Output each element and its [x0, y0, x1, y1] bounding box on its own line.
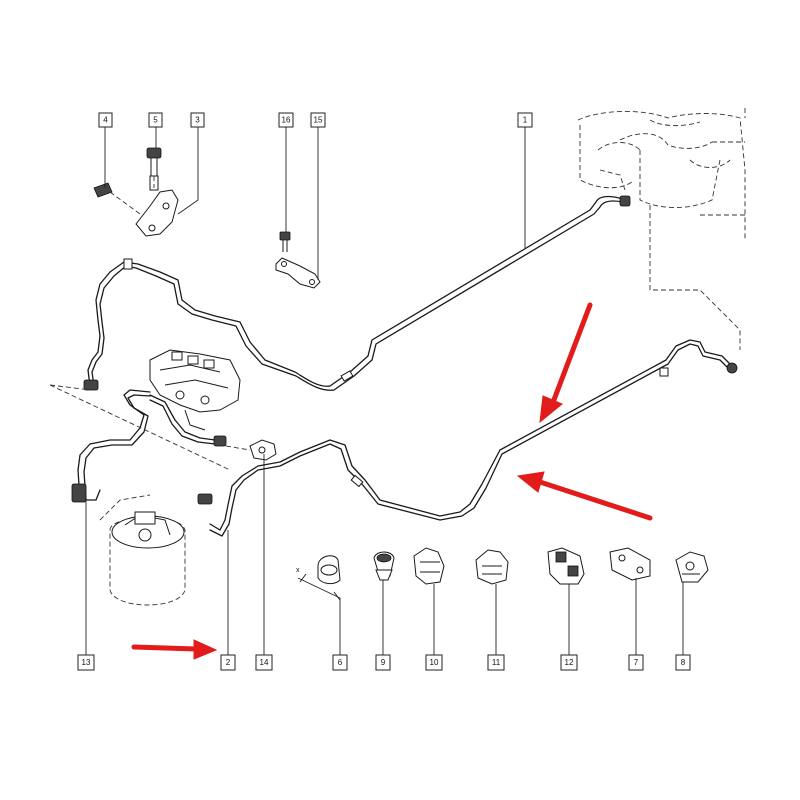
callout-3: 3	[190, 112, 205, 128]
callout-6-label: 6	[338, 658, 343, 667]
callout-7: 7	[628, 654, 644, 671]
red-arrow-middle	[516, 471, 653, 521]
callout-11: 11	[487, 654, 505, 671]
bracket-14	[225, 439, 277, 461]
callout-13: 13	[77, 654, 95, 671]
clip-11	[475, 549, 509, 585]
engine-block-outline	[577, 108, 746, 350]
callout-14-label: 14	[260, 658, 269, 667]
bracket-assembly-3	[93, 147, 179, 237]
callout-2-label: 2	[226, 658, 231, 667]
callout-13-label: 13	[82, 658, 91, 667]
callout-11-label: 11	[492, 658, 501, 667]
callout-10: 10	[425, 654, 443, 671]
callout-4: 4	[98, 112, 113, 128]
clip-10	[413, 547, 445, 585]
callout-5: 5	[148, 112, 163, 128]
callout-16: 16	[278, 112, 294, 128]
callout-12: 12	[560, 654, 578, 671]
callout-7-label: 7	[634, 658, 639, 667]
callout-8-label: 8	[681, 658, 686, 667]
injection-pump	[149, 349, 241, 431]
callout-2: 2	[220, 654, 236, 671]
callout-12-label: 12	[565, 658, 574, 667]
callout-10-label: 10	[430, 658, 439, 667]
fuel-line-upper	[83, 195, 631, 391]
callout-6: 6	[332, 654, 348, 671]
callout-1-label: 1	[523, 116, 528, 125]
callout-9: 9	[375, 654, 391, 671]
leader-lines	[85, 127, 684, 655]
red-arrow-lower	[131, 639, 218, 660]
clip-12	[547, 547, 585, 585]
bracket-assembly-15	[275, 231, 321, 289]
callout-9-label: 9	[381, 658, 386, 667]
clip-7	[609, 547, 651, 581]
clip-9	[373, 551, 395, 581]
callout-5-label: 5	[153, 116, 158, 125]
callout-8: 8	[675, 654, 691, 671]
callout-14: 14	[255, 654, 273, 671]
callout-4-label: 4	[103, 116, 108, 125]
red-arrow-upper	[539, 302, 593, 424]
callout-1: 1	[517, 112, 533, 128]
callout-3-label: 3	[195, 116, 200, 125]
callout-15-label: 15	[314, 116, 323, 125]
callout-15: 15	[310, 112, 326, 128]
clip-8	[675, 551, 709, 583]
clip-6	[297, 555, 341, 601]
fuel-filter	[49, 384, 231, 606]
dimension-x-label: x	[296, 567, 300, 574]
fuel-line-return	[197, 339, 738, 537]
callout-16-label: 16	[282, 116, 291, 125]
fuel-line-lower-left	[71, 389, 227, 503]
